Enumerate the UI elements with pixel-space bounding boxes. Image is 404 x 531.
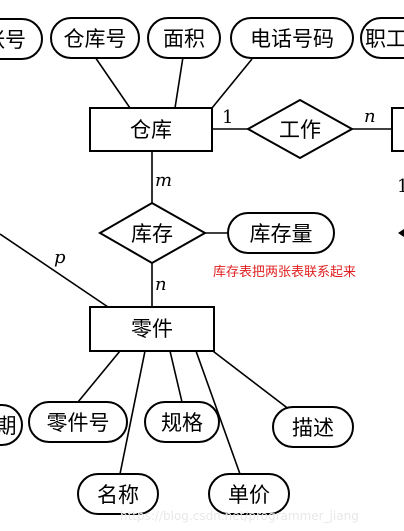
attribute-description-label: 描述	[292, 416, 334, 440]
attribute-left-clipped-top-label: 张号	[0, 28, 26, 52]
edge-part-spec	[169, 350, 183, 403]
watermark-text: https://blog.csdn.net/programmer_jiang	[120, 509, 359, 523]
edge-part-price	[195, 350, 241, 475]
attribute-left-clipped-bottom	[0, 404, 23, 446]
attribute-phone-label: 电话号码	[250, 27, 334, 51]
arrowhead-clipped	[398, 229, 404, 237]
attribute-part-no-label: 零件号	[47, 411, 110, 435]
cardinality-inventory-warehouse: m	[155, 170, 172, 191]
entity-warehouse-label: 仓库	[130, 118, 172, 142]
attribute-part-no	[28, 401, 128, 443]
relationship-inventory-label: 库存	[131, 222, 173, 246]
edge-part-partno	[77, 350, 121, 403]
attribute-spec	[144, 401, 220, 443]
attribute-staff-clipped-label: 职工	[365, 27, 404, 51]
cardinality-clipped-right: 1	[397, 176, 404, 197]
attribute-phone	[230, 17, 354, 59]
cardinality-work-warehouse: 1	[222, 107, 233, 128]
entity-part	[89, 306, 215, 352]
attribute-left-clipped-bottom-label: 期	[0, 414, 17, 438]
edge-area	[174, 56, 184, 109]
cardinality-part-left: p	[54, 247, 66, 268]
relationship-work	[245, 98, 355, 160]
edge-part-name	[119, 350, 146, 475]
annotation-text: 库存表把两张表联系起来	[213, 264, 356, 280]
attribute-spec-label: 规格	[161, 411, 203, 435]
edge-part-desc	[204, 344, 291, 411]
attribute-stock-qty-label: 库存量	[250, 222, 313, 246]
cardinality-inventory-part: n	[155, 274, 167, 295]
attribute-warehouse-no	[50, 17, 140, 59]
attribute-unit-price-label: 单价	[228, 483, 270, 507]
attribute-unit-price	[208, 473, 290, 515]
relationship-inventory	[97, 201, 208, 265]
entity-worker-clipped	[391, 107, 404, 152]
attribute-left-clipped-top	[0, 18, 43, 60]
connector-lines	[0, 56, 392, 475]
entity-part-label: 零件	[131, 317, 173, 341]
attribute-area	[147, 17, 221, 59]
attribute-warehouse-no-label: 仓库号	[64, 27, 127, 51]
edge-part-left	[0, 233, 109, 308]
attribute-name-label: 名称	[97, 483, 139, 507]
relationship-work-label: 工作	[279, 118, 321, 142]
edge-phone	[211, 58, 253, 109]
cardinality-work-other: n	[364, 106, 376, 127]
entity-warehouse	[89, 107, 213, 152]
attribute-staff-clipped	[360, 17, 404, 59]
edge-warehouse-no	[94, 56, 131, 109]
attribute-stock-qty	[227, 212, 335, 254]
attribute-description	[272, 406, 354, 448]
attribute-area-label: 面积	[163, 27, 205, 51]
attribute-name	[77, 473, 159, 515]
